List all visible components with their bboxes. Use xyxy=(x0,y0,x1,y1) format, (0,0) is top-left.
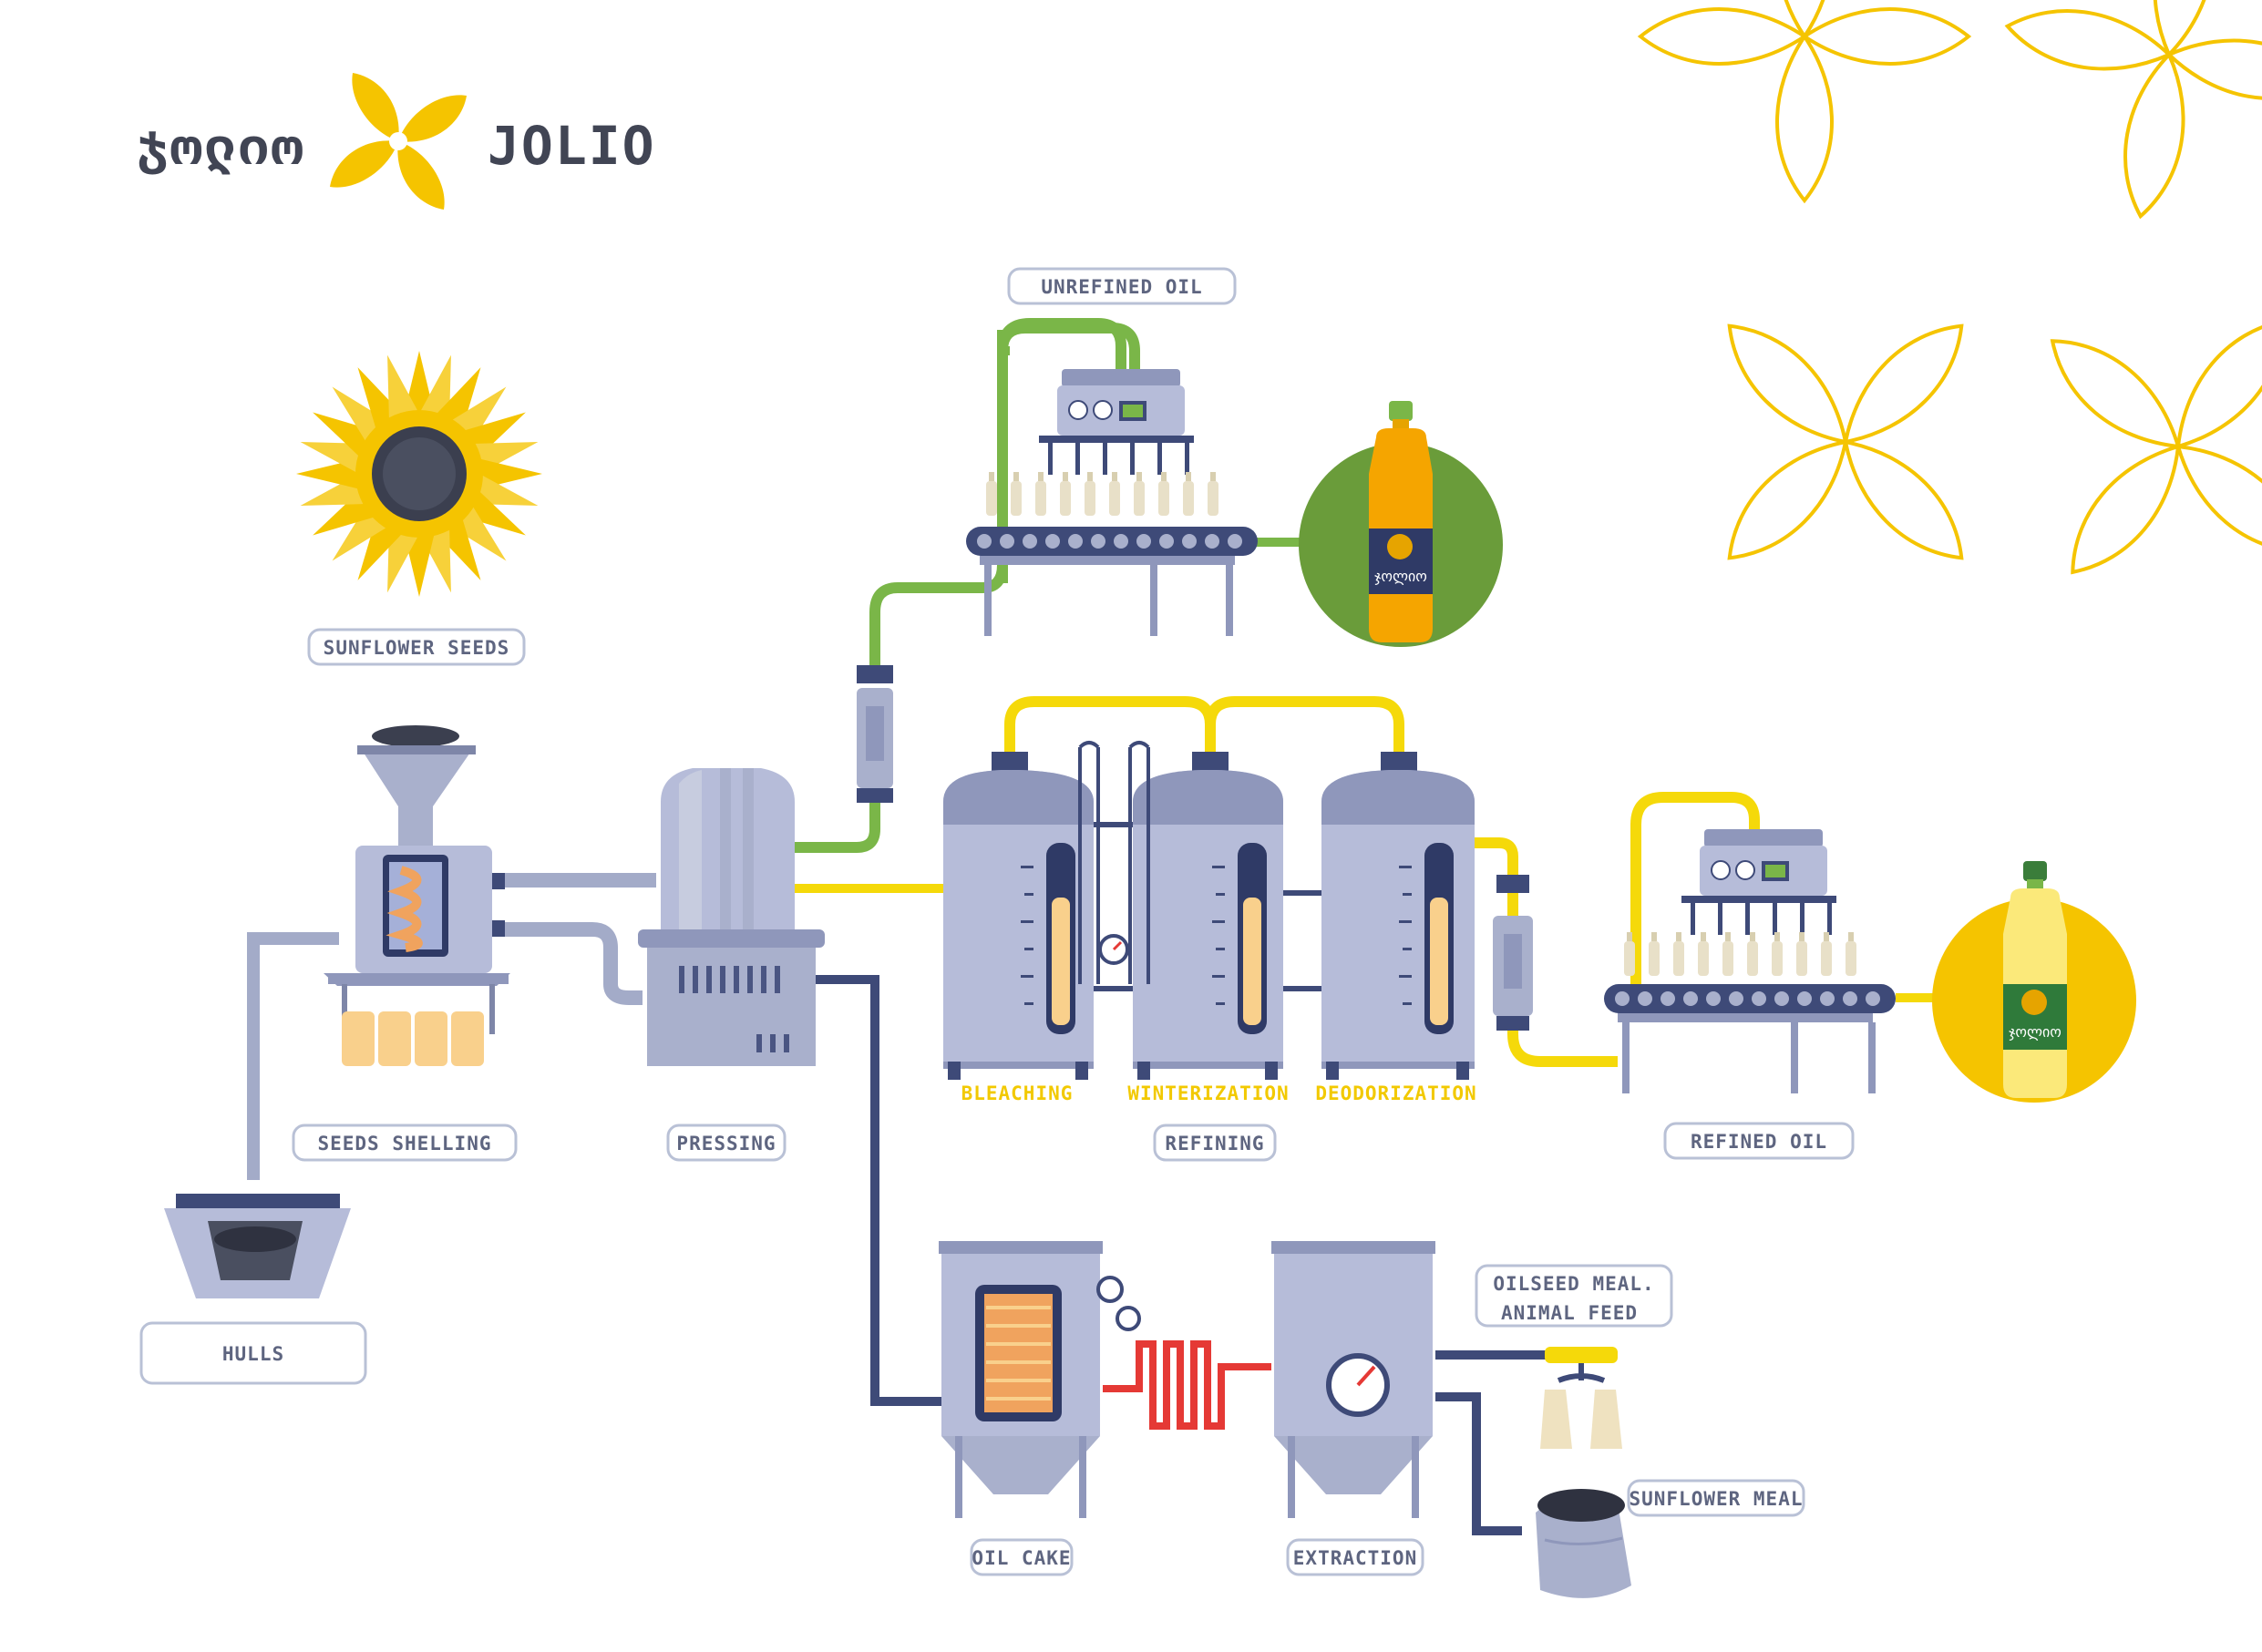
heat-coil xyxy=(1103,1340,1271,1430)
pipe-unrefined xyxy=(795,793,880,853)
label-winterization: WINTERIZATION xyxy=(1127,1083,1289,1104)
svg-text:OILSEED MEAL.: OILSEED MEAL. xyxy=(1493,1273,1654,1295)
label-refined-oil: REFINED OIL xyxy=(1663,1122,1855,1160)
unrefined-small-bottles xyxy=(986,472,1218,516)
unrefined-bottling-line xyxy=(966,369,1258,636)
decorative-flower-icon xyxy=(1947,215,2262,677)
label-sunflower-meal: SUNFLOWER MEAL xyxy=(1627,1479,1805,1517)
pipe-refining-arch-2 xyxy=(1205,696,1404,756)
logo-flower-icon xyxy=(330,73,467,210)
pipe-unrefined-up xyxy=(869,330,1008,665)
label-deodorization: DEODORIZATION xyxy=(1315,1083,1476,1104)
pipe-shelling-pressing-lower xyxy=(492,922,643,1005)
label-hulls: HULLS xyxy=(139,1321,367,1385)
label-oilseed-meal: OILSEED MEAL. ANIMAL FEED xyxy=(1475,1264,1673,1328)
oilseed-meal-dispenser xyxy=(1540,1347,1622,1449)
label-bleaching: BLEACHING xyxy=(961,1083,1074,1104)
logo-georgian-text: ჯოლიო xyxy=(137,115,305,177)
unrefined-filter xyxy=(857,665,893,803)
tank-deodorization xyxy=(1321,752,1475,1080)
pipe-unrefined-top-arch xyxy=(997,318,1126,428)
tank-bleaching xyxy=(943,752,1094,1080)
svg-text:EXTRACTION: EXTRACTION xyxy=(1293,1547,1417,1569)
tank-connectors xyxy=(1078,741,1321,991)
pipe-refining-arch-1 xyxy=(1004,696,1216,756)
svg-text:OIL CAKE: OIL CAKE xyxy=(972,1547,1071,1569)
seeds-shelling-machine xyxy=(324,725,510,1066)
extraction-tank xyxy=(1271,1241,1435,1518)
svg-text:ANIMAL FEED: ANIMAL FEED xyxy=(1501,1302,1638,1324)
svg-text:ჯოლიო: ჯოლიო xyxy=(2009,1023,2062,1041)
label-seeds-shelling: SEEDS SHELLING xyxy=(292,1124,518,1162)
tank-winterization xyxy=(1133,752,1283,1080)
label-unrefined-oil: UNREFINED OIL xyxy=(1007,267,1237,305)
label-sunflower-seeds: SUNFLOWER SEEDS xyxy=(307,628,526,666)
svg-text:HULLS: HULLS xyxy=(222,1343,284,1365)
decorative-flower-icon xyxy=(1979,0,2262,245)
label-pressing: PRESSING xyxy=(666,1124,787,1162)
bottle-icon: ჯოლიო xyxy=(2003,861,2067,1098)
pipe-cake xyxy=(809,975,943,1406)
svg-text:SUNFLOWER MEAL: SUNFLOWER MEAL xyxy=(1629,1488,1803,1510)
svg-text:SEEDS SHELLING: SEEDS SHELLING xyxy=(317,1133,491,1154)
label-refining: REFINING xyxy=(1153,1124,1277,1162)
svg-text:PRESSING: PRESSING xyxy=(676,1133,776,1154)
label-oil-cake: OIL CAKE xyxy=(970,1538,1074,1576)
svg-text:UNREFINED OIL: UNREFINED OIL xyxy=(1041,276,1202,298)
refined-bottling-line xyxy=(1604,829,1896,1093)
svg-text:ჯოლიო: ჯოლიო xyxy=(1374,568,1427,585)
refined-small-bottles xyxy=(1624,932,1856,976)
refined-bottle: ჯოლიო xyxy=(1932,861,2136,1103)
unrefined-bottle: ჯოლიო xyxy=(1299,401,1503,647)
decorative-flower-icon xyxy=(1640,0,1969,200)
refined-filter xyxy=(1493,875,1533,1031)
svg-text:REFINED OIL: REFINED OIL xyxy=(1691,1131,1827,1153)
gauge-icon xyxy=(1096,1276,1141,1331)
gauge-icon xyxy=(1326,1353,1390,1417)
oil-cake-tank xyxy=(939,1241,1141,1518)
sack-icon xyxy=(1536,1489,1631,1598)
pipe-refined-arch xyxy=(1630,792,1760,1002)
logo-latin-text: JOLIO xyxy=(488,115,656,177)
pipe-sunflower-meal xyxy=(1435,1392,1522,1535)
seed-bags xyxy=(342,1011,484,1066)
pipe-hulls xyxy=(247,932,339,1180)
svg-text:REFINING: REFINING xyxy=(1165,1133,1264,1154)
decorative-flower-icon xyxy=(1613,210,2077,673)
sunflower-icon xyxy=(296,351,542,597)
label-extraction: EXTRACTION xyxy=(1286,1538,1424,1576)
hulls-hopper xyxy=(164,1194,351,1298)
pressing-machine xyxy=(638,768,825,1066)
gauge-icon xyxy=(1098,934,1129,965)
bottle-icon: ჯოლიო xyxy=(1369,401,1433,642)
logo: ჯოლიო JOLIO xyxy=(137,73,656,210)
svg-text:SUNFLOWER SEEDS: SUNFLOWER SEEDS xyxy=(324,637,510,659)
